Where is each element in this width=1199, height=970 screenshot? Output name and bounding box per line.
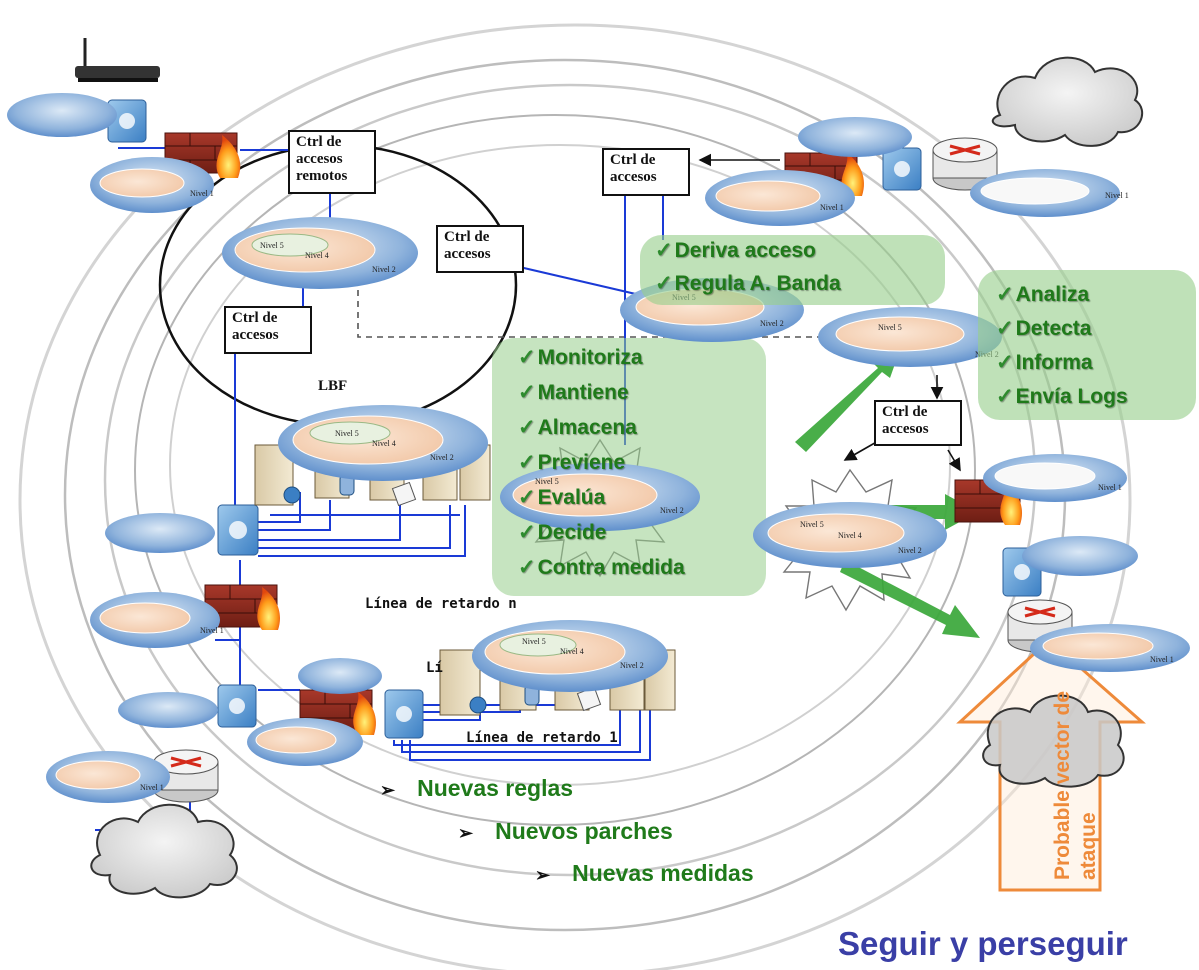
center-green-item: Contra medida: [537, 556, 685, 579]
nivel-label: Nivel 1: [1150, 655, 1174, 664]
top-green-box: [640, 235, 945, 305]
nivel-label: Nivel 4: [560, 647, 584, 656]
nivel-label: Nivel 2: [898, 546, 922, 555]
top-green-item: Regula A. Banda: [674, 272, 841, 295]
center-green-item: Evalúa: [537, 486, 606, 509]
nivel-labels: Nivel 5 Nivel 4 Nivel 2 Nivel 1 Nivel 5 …: [140, 189, 1174, 792]
center-green-item: Monitoriza: [537, 346, 643, 369]
cloud-icon: [982, 694, 1125, 788]
right-green-item: Informa: [1015, 351, 1093, 374]
ctrl-accesos-box: Ctrl de accesos: [602, 148, 690, 196]
bullet-arrow-icon: ➢: [535, 865, 551, 885]
lbf-label: LBF: [318, 378, 348, 394]
ctrl-accesos-remotos-box: Ctrl de accesos remotos: [288, 130, 376, 194]
nivel-label: Nivel 1: [140, 783, 164, 792]
nivel-label: Nivel 1: [1098, 483, 1122, 492]
bullet-text: Nuevas reglas: [417, 775, 574, 801]
wireless-router-icon: [75, 38, 160, 82]
bullet-text: Nuevas medidas: [572, 860, 754, 886]
right-green-list: ✓Analiza ✓Detecta ✓Informa ✓Envía Logs: [996, 283, 1128, 408]
ctrl-accesos-box: Ctrl de accesos: [224, 306, 312, 354]
bullet-item: ➢ Nuevas reglas: [380, 775, 573, 802]
nivel-label: Nivel 2: [620, 661, 644, 670]
switch-icon: [107, 99, 147, 143]
top-green-item: Deriva acceso: [674, 239, 816, 262]
ctrl-accesos-box: Ctrl de accesos: [874, 400, 962, 446]
attack-vector-label: Probable vector de ataque: [1010, 691, 1100, 890]
bullet-item: ➢ Nuevas medidas: [535, 860, 754, 887]
nivel-label: Nivel 5: [522, 637, 546, 646]
right-green-box: [978, 270, 1196, 420]
nivel-label: Nivel 5: [878, 323, 902, 332]
nivel-label: Nivel 4: [305, 251, 329, 260]
nivel-label: Nivel 2: [372, 265, 396, 274]
nivel-label: Nivel 1: [190, 189, 214, 198]
nivel-label: Nivel 4: [372, 439, 396, 448]
nivel-label: Nivel 1: [1105, 191, 1129, 200]
nivel-label: Nivel 5: [535, 477, 559, 486]
nivel-label: Nivel 5: [800, 520, 824, 529]
nivel-label: Nivel 1: [200, 626, 224, 635]
nivel-label: Nivel 4: [838, 531, 862, 540]
center-green-item: Decide: [537, 521, 607, 544]
delay-line-n-label: Línea de retardo n: [365, 596, 517, 612]
delay-line-1-label: Línea de retardo 1: [466, 730, 618, 746]
attack-vector-text: Probable vector de ataque: [1051, 690, 1100, 880]
right-green-item: Envía Logs: [1015, 385, 1128, 408]
switch-icon: [217, 504, 259, 556]
cloud-icon: [991, 56, 1144, 147]
nivel-label: Nivel 2: [660, 506, 684, 515]
switch-icon: [384, 689, 424, 739]
center-green-item: Almacena: [537, 416, 637, 439]
right-green-item: Analiza: [1015, 283, 1090, 306]
nivel-label: Nivel 2: [430, 453, 454, 462]
firewall-icon: [164, 132, 241, 178]
switch-icon: [882, 147, 922, 191]
top-green-list: ✓Deriva acceso ✓Regula A. Banda: [655, 239, 841, 295]
footer-title: Seguir y perseguir: [838, 925, 1128, 962]
nivel-label: Nivel 2: [760, 319, 784, 328]
switch-icon: [217, 684, 257, 728]
firewall-icon: [299, 689, 377, 735]
nivel-label: Nivel 5: [335, 429, 359, 438]
nivel-label: Nivel 5: [260, 241, 284, 250]
right-green-item: Detecta: [1015, 317, 1092, 340]
delay-line-1-partial-label: Lí: [426, 660, 443, 676]
nivel-label: Nivel 1: [820, 203, 844, 212]
cloud-icon: [90, 803, 238, 899]
ctrl-accesos-box: Ctrl de accesos: [436, 225, 524, 273]
bullet-arrow-icon: ➢: [380, 780, 396, 800]
center-green-item: Previene: [537, 451, 626, 474]
bullet-item: ➢ Nuevos parches: [458, 818, 673, 845]
bullet-arrow-icon: ➢: [458, 823, 474, 843]
bullet-text: Nuevos parches: [495, 818, 673, 844]
center-green-item: Mantiene: [537, 381, 629, 404]
center-green-list: ✓Monitoriza ✓Mantiene ✓Almacena ✓Previen…: [518, 346, 685, 579]
